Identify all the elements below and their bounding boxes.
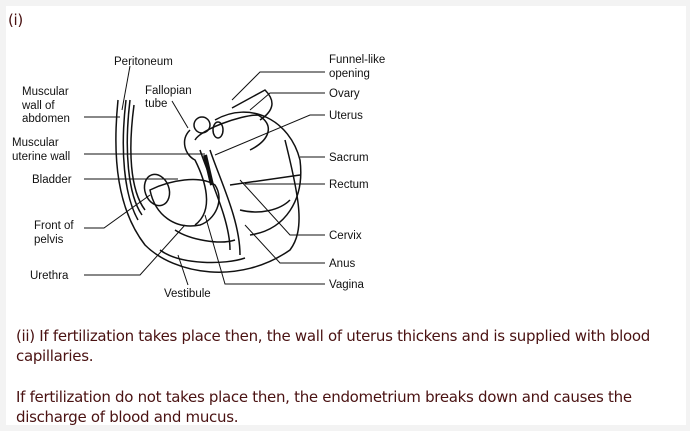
label-rectum: Rectum: [329, 179, 369, 191]
label-cervix: Cervix: [329, 230, 362, 242]
no-fertilization-text: If fertilization do not takes place then…: [16, 388, 632, 426]
label-funnel-2: opening: [329, 68, 370, 80]
label-anus: Anus: [329, 258, 355, 270]
label-fallopian-2: tube: [145, 98, 167, 110]
label-vagina: Vagina: [329, 279, 365, 291]
label-muscular-wall-1: Muscular: [22, 86, 69, 98]
label-front-pelvis-1: Front of: [34, 220, 74, 232]
diagram-labels: Peritoneum Muscular wall of abdomen Fall…: [12, 54, 385, 300]
label-ovary: Ovary: [329, 88, 360, 100]
label-urethra: Urethra: [30, 270, 69, 282]
label-funnel-1: Funnel-like: [329, 54, 385, 66]
label-uterine-wall-1: Muscular: [12, 137, 59, 149]
label-front-pelvis-2: pelvis: [34, 234, 64, 246]
diagram-drawing: [115, 89, 302, 273]
female-reproductive-system-diagram: Peritoneum Muscular wall of abdomen Fall…: [12, 54, 385, 300]
answer-card: (i): [6, 6, 686, 426]
label-fallopian-1: Fallopian: [145, 85, 192, 97]
label-sacrum: Sacrum: [329, 152, 369, 164]
label-muscular-wall-2: wall of: [21, 100, 55, 112]
part-i-label: (i): [8, 11, 23, 29]
label-peritoneum: Peritoneum: [114, 56, 173, 68]
label-vestibule: Vestibule: [164, 288, 211, 300]
label-uterine-wall-2: uterine wall: [12, 151, 70, 163]
label-uterus: Uterus: [329, 110, 363, 122]
label-muscular-wall-3: abdomen: [22, 113, 70, 125]
label-bladder: Bladder: [32, 174, 72, 186]
part-ii-text: (ii) If fertilization takes place then, …: [16, 327, 650, 365]
leader-lines: [84, 65, 325, 286]
